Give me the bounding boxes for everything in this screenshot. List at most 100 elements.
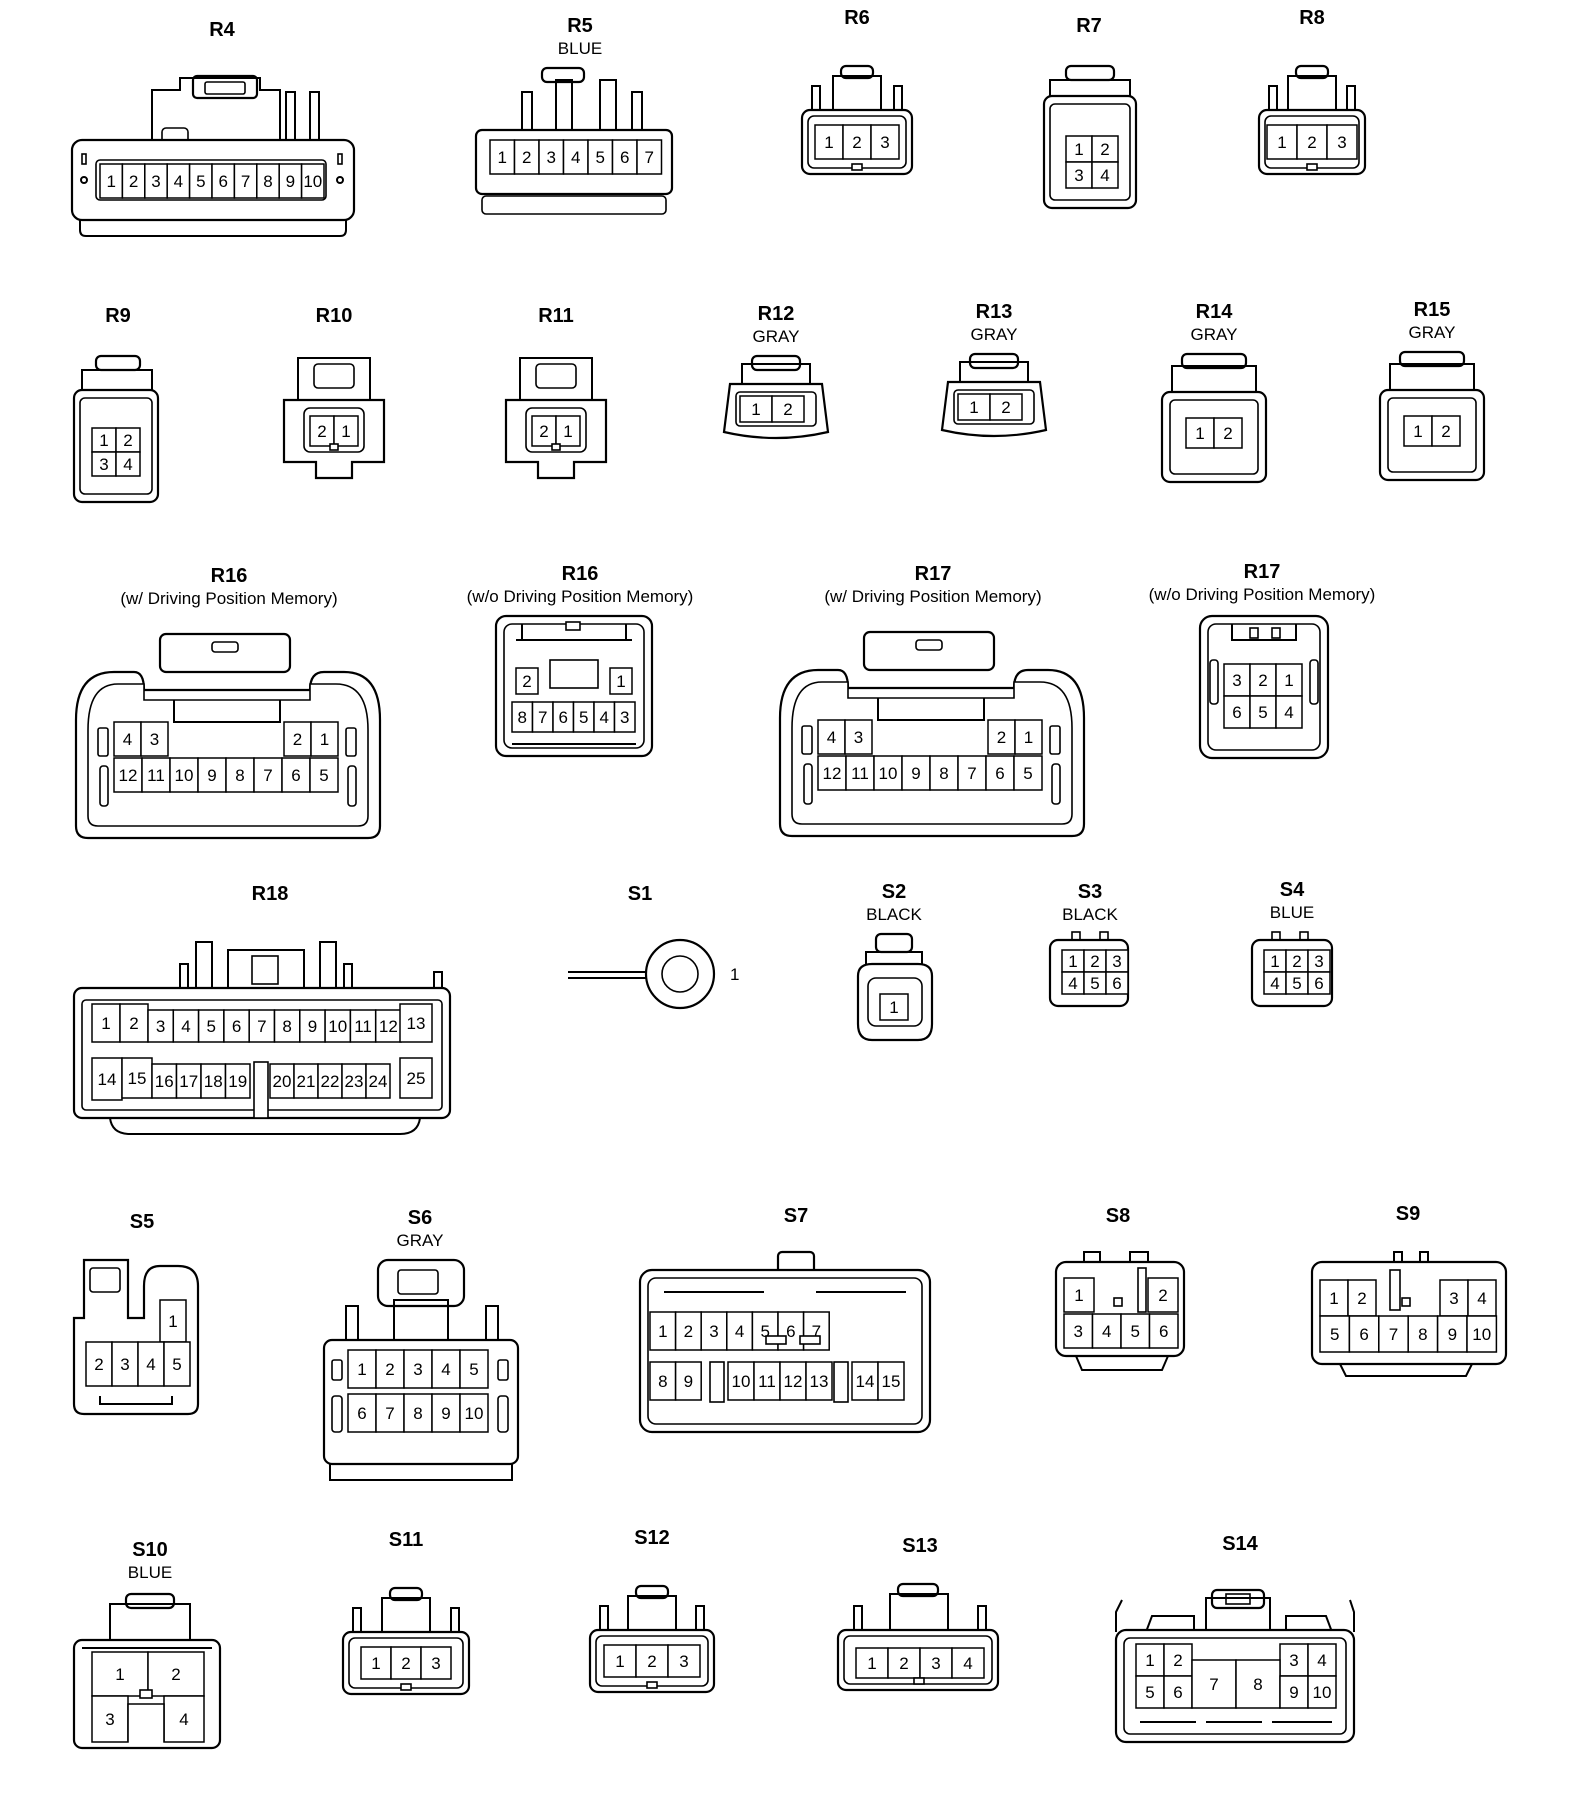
pin-number: 2 <box>94 1355 103 1374</box>
pin-number: 14 <box>856 1372 875 1391</box>
pin-number: 1 <box>969 398 978 417</box>
pin-cell <box>667 1644 701 1678</box>
pin-number: 1 <box>563 422 572 441</box>
pin-cell <box>879 993 909 1021</box>
pin-cell <box>1223 695 1251 729</box>
pin-number: 1 <box>371 1654 380 1673</box>
pin-number: 3 <box>1112 952 1121 971</box>
pin-cell <box>459 1393 489 1433</box>
pin-number: 7 <box>257 1017 266 1036</box>
pin-number: 2 <box>171 1665 180 1684</box>
pin-number: 5 <box>172 1355 181 1374</box>
pin-number: 3 <box>1074 1322 1083 1341</box>
pin-number: 5 <box>1292 974 1301 993</box>
pin-number: 5 <box>1258 703 1267 722</box>
pin-number: 1 <box>1145 1651 1154 1670</box>
pin-number: 2 <box>1223 424 1232 443</box>
pin-cell <box>172 1009 200 1043</box>
pin-number: 23 <box>345 1072 364 1091</box>
pin-cell <box>141 757 171 793</box>
pin-cell <box>919 1647 953 1679</box>
connector-label: R15 <box>1414 299 1451 321</box>
pin-cell <box>399 1003 433 1043</box>
pin-number: 4 <box>600 708 609 727</box>
pin-number: 3 <box>120 1355 129 1374</box>
pin-number: 6 <box>218 172 227 191</box>
pin-cell <box>957 393 991 421</box>
connector-label: S6 <box>408 1207 432 1229</box>
pin-cell <box>317 1063 343 1099</box>
pin-number: 12 <box>784 1372 803 1391</box>
pin-cell <box>489 139 516 175</box>
pin-cell <box>513 139 540 175</box>
pin-number: 4 <box>571 148 580 167</box>
pin-number: 1 <box>616 672 625 691</box>
pin-number: 3 <box>1289 1651 1298 1670</box>
pin-number: 7 <box>241 172 250 191</box>
pin-cell <box>91 1695 129 1743</box>
pin-number: 1 <box>106 172 115 191</box>
pin-number: 1 <box>730 965 739 984</box>
pin-number: 1 <box>1068 952 1077 971</box>
pin-cell <box>273 1009 301 1043</box>
pin-number: 8 <box>658 1372 667 1391</box>
pin-cell <box>771 395 805 423</box>
pin-number: 7 <box>1389 1325 1398 1344</box>
pin-number: 4 <box>181 1017 190 1036</box>
pin-number: 5 <box>596 148 605 167</box>
pin-cell <box>374 1009 402 1043</box>
pin-number: 3 <box>431 1654 440 1673</box>
pin-cell <box>1148 1313 1179 1349</box>
pin-number: 5 <box>207 1017 216 1036</box>
pin-number: 6 <box>559 708 568 727</box>
pin-cell <box>636 139 663 175</box>
pin-number: 6 <box>1232 703 1241 722</box>
connector-label: S7 <box>784 1205 808 1227</box>
pin-number: 2 <box>1158 1286 1167 1305</box>
pin-number: 20 <box>273 1072 292 1091</box>
pin-cell <box>341 1063 367 1099</box>
pin-number: 11 <box>758 1372 776 1391</box>
connector-label: S14 <box>1222 1533 1258 1555</box>
pin-number: 4 <box>1100 166 1109 185</box>
pin-cell <box>635 1644 669 1678</box>
pin-cell <box>1065 135 1093 163</box>
pin-cell <box>310 721 339 757</box>
pin-number: 24 <box>369 1072 388 1091</box>
pin-cell <box>870 124 900 160</box>
connector-label: R17 <box>915 563 952 585</box>
pin-cell <box>845 755 875 791</box>
pin-number: 10 <box>1313 1683 1332 1702</box>
pin-cell <box>299 1009 326 1043</box>
pin-cell <box>1279 1675 1309 1709</box>
connector-label: S9 <box>1396 1203 1420 1225</box>
pin-cell <box>169 757 199 793</box>
pin-number: 7 <box>967 764 976 783</box>
pin-number: 17 <box>179 1072 198 1091</box>
pin-cell <box>390 1646 422 1680</box>
pin-number: 7 <box>1209 1675 1218 1694</box>
pin-number: 2 <box>1307 133 1316 152</box>
pin-number: 22 <box>321 1072 340 1091</box>
pin-number: 3 <box>1314 952 1323 971</box>
pin-cell <box>1120 1313 1151 1349</box>
pin-cell <box>1347 1279 1377 1317</box>
connector-color-label: GRAY <box>971 325 1018 344</box>
pin-number: 8 <box>235 766 244 785</box>
pin-number: 2 <box>385 1360 394 1379</box>
pin-number: 12 <box>823 764 842 783</box>
pin-number: 2 <box>522 148 531 167</box>
pin-cell <box>1319 1315 1351 1353</box>
pin-number: 9 <box>286 172 295 191</box>
